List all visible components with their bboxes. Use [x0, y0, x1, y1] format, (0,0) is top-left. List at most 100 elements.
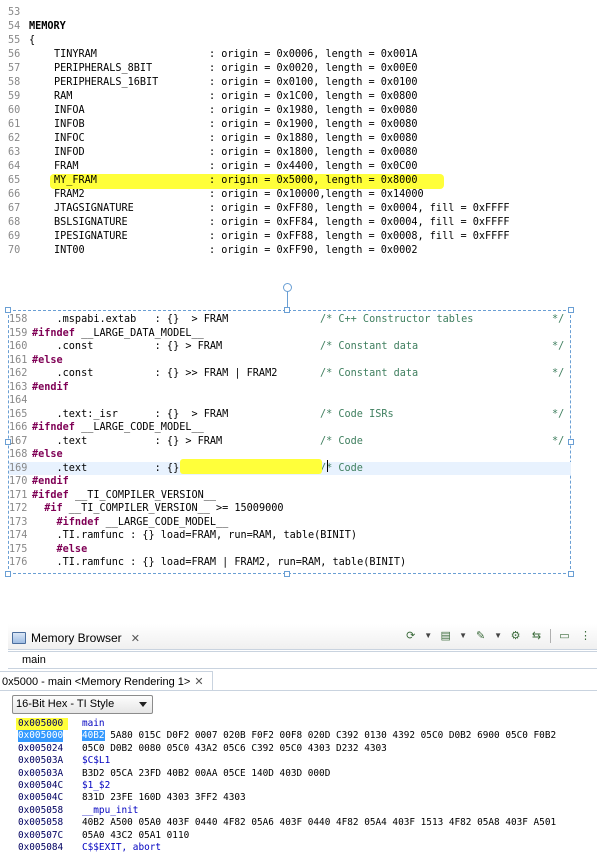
- close-icon[interactable]: ✕: [194, 676, 204, 688]
- memory-region-name: PERIPHERALS_16BIT: [54, 77, 159, 88]
- resize-handle-top[interactable]: [284, 307, 290, 313]
- line-number: 174: [9, 530, 28, 541]
- toolbar-separator: [550, 628, 551, 643]
- line-number: 69: [8, 231, 21, 242]
- chevron-down-icon: [139, 702, 147, 707]
- memory-region-name: INFOD: [54, 147, 85, 158]
- my-fram-highlight: [50, 174, 444, 189]
- rendering-tab[interactable]: 0x5000 - main <Memory Rendering 1> ✕: [0, 671, 213, 691]
- memory-values: 40B2 5A80 015C D0F2 0007 020B F0F2 00F8 …: [82, 730, 557, 742]
- pin-icon[interactable]: ▭: [559, 630, 570, 642]
- memory-region-spec: : origin = 0xFF80, length = 0x0004, fill…: [209, 203, 510, 214]
- memory-region-spec: : origin = 0x0100, length = 0x0100: [209, 77, 418, 88]
- code-text: .text:_isr : {} > FRAM: [32, 408, 229, 420]
- resize-handle-top-left[interactable]: [5, 307, 11, 313]
- code-text: #if __TI_COMPILER_VERSION__ >= 15009000: [32, 503, 284, 514]
- sync-icon[interactable]: ⇆: [531, 630, 542, 642]
- memory-values: 05C0 D0B2 0080 05C0 43A2 05C6 C392 05C0 …: [82, 742, 387, 754]
- memory-region-name: JTAGSIGNATURE: [54, 203, 134, 214]
- line-number: 172: [9, 503, 28, 514]
- line-number: 68: [8, 217, 21, 228]
- comment-end: */: [552, 341, 565, 352]
- menu-icon[interactable]: ⋮: [580, 630, 591, 642]
- comment-end: */: [552, 368, 565, 379]
- format-select[interactable]: 16-Bit Hex - TI Style: [12, 695, 153, 714]
- import-icon[interactable]: ▤: [440, 630, 451, 642]
- line-number: 70: [8, 245, 21, 256]
- rotation-handle[interactable]: [283, 283, 292, 292]
- close-icon[interactable]: ✕: [130, 632, 140, 645]
- memory-browser-tab[interactable]: Memory Browser ✕: [8, 626, 146, 650]
- code-comment: /* Code: [320, 462, 363, 474]
- line-number: 62: [8, 133, 21, 144]
- view-toolbar: ⟳ ▼ ▤ ▼ ✎ ▼ ⚙ ⇆ ▭ ⋮: [403, 628, 593, 643]
- preprocessor-directive: #ifndef: [32, 516, 100, 528]
- memory-address: 0x00504C: [18, 780, 64, 791]
- rendering-tab-label: 0x5000 - main <Memory Rendering 1>: [2, 675, 191, 688]
- line-number: 54: [8, 21, 21, 32]
- rendering-tab-divider: [0, 690, 597, 691]
- memory-region-spec: : origin = 0xFF84, length = 0x0004, fill…: [209, 217, 510, 228]
- line-number: 164: [9, 395, 28, 406]
- code-comment: /* Code: [320, 435, 363, 447]
- line-number: 171: [9, 489, 28, 501]
- refresh-icon[interactable]: ⟳: [406, 630, 416, 642]
- resize-handle-right[interactable]: [568, 439, 574, 445]
- code-text: #ifndef __LARGE_CODE_MODEL__: [32, 516, 229, 528]
- code-text: .TI.ramfunc : {} load=FRAM | FRAM2, run=…: [32, 557, 407, 568]
- memory-region-name: INFOC: [54, 133, 85, 144]
- keyword-text: MEMORY: [29, 21, 66, 32]
- preprocessor-directive: #ifdef: [32, 489, 69, 501]
- new-rendering-icon[interactable]: ✎: [475, 630, 486, 642]
- preprocessor-directive: #else: [32, 543, 88, 555]
- address-highlight: [16, 718, 68, 730]
- memory-region-spec: : origin = 0xFF90, length = 0x0002: [209, 245, 418, 256]
- resize-handle-bottom-right[interactable]: [568, 571, 574, 577]
- code-text: .mspabi.extab : {} > FRAM: [32, 314, 229, 325]
- chevron-down-icon[interactable]: ▼: [424, 631, 433, 640]
- resize-handle-top-right[interactable]: [568, 307, 574, 313]
- code-text: .const : {} > FRAM: [32, 341, 223, 352]
- chevron-down-icon[interactable]: ▼: [494, 631, 502, 640]
- address-input[interactable]: main: [8, 651, 597, 669]
- chevron-down-icon[interactable]: ▼: [459, 631, 468, 640]
- memory-values: 40B2 A500 05A0 403F 0440 4F82 05A6 403F …: [82, 817, 557, 829]
- memory-address: 0x00504C: [18, 792, 64, 804]
- line-number: 163: [9, 381, 28, 393]
- code-text: #ifndef __LARGE_DATA_MODEL__: [32, 327, 204, 339]
- code-comment: /* Code ISRs: [320, 408, 394, 420]
- resize-handle-left[interactable]: [5, 439, 11, 445]
- line-number: 162: [9, 368, 28, 379]
- code-text: #ifdef __TI_COMPILER_VERSION__: [32, 489, 217, 501]
- preprocessor-directive: #endif: [32, 476, 69, 487]
- resize-handle-bottom[interactable]: [284, 571, 290, 577]
- symbol-label: $1_$2: [82, 780, 111, 791]
- line-number: 65: [8, 175, 21, 186]
- line-number: 166: [9, 422, 28, 433]
- memory-region-name: TINYRAM: [54, 49, 97, 60]
- line-number: 160: [9, 341, 28, 352]
- memory-region-spec: : origin = 0x1980, length = 0x0080: [209, 105, 418, 116]
- resize-handle-bottom-left[interactable]: [5, 571, 11, 577]
- code-line: 53: [0, 6, 597, 20]
- format-select-value: 16-Bit Hex - TI Style: [16, 698, 115, 710]
- line-number: 165: [9, 408, 28, 420]
- memory-values: B3D2 05CA 23FD 40B2 00AA 05CE 140D 403D …: [82, 767, 331, 779]
- link-icon[interactable]: ⚙: [510, 630, 521, 642]
- line-number: 170: [9, 476, 28, 487]
- preprocessor-directive: #ifndef: [32, 327, 75, 339]
- code-line: 55{: [0, 34, 597, 48]
